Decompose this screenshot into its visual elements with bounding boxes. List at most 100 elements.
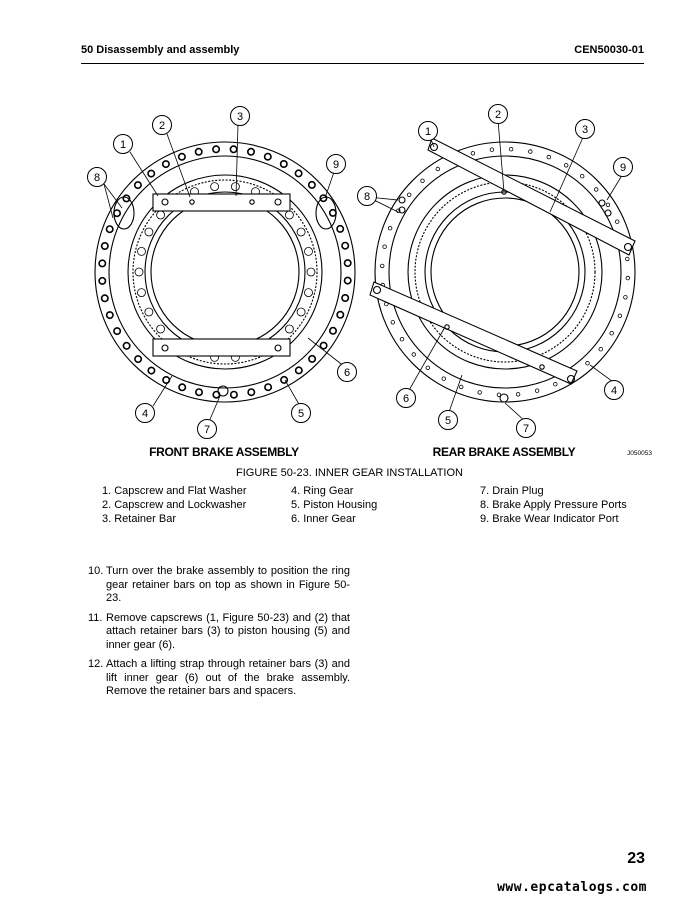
bolt-hole — [396, 208, 401, 213]
bolt-hole — [306, 267, 316, 277]
bolt-hole — [304, 288, 313, 298]
bolt-hole — [144, 307, 154, 317]
rear-retainer-bar-lower — [369, 281, 578, 385]
bolt-hole — [133, 181, 142, 190]
bolt-hole — [210, 182, 220, 191]
bolt-hole — [294, 366, 303, 375]
front-assembly-label: FRONT BRAKE ASSEMBLY — [149, 445, 299, 459]
step-text: Turn over the brake assembly to position… — [106, 565, 350, 604]
svg-text:7: 7 — [523, 423, 529, 435]
legend-item: 3. Retainer Bar — [102, 513, 176, 525]
bolt-hole — [264, 383, 273, 392]
bolt-hole — [247, 388, 256, 397]
svg-text:3: 3 — [582, 124, 588, 136]
bolt-hole — [247, 147, 256, 156]
front-retainer-bar-top — [152, 193, 291, 212]
bolt-hole — [343, 276, 352, 285]
bolt-hole — [534, 388, 540, 393]
bolt-hole — [546, 154, 551, 160]
svg-text:2: 2 — [495, 109, 501, 121]
legend-item: 4. Ring Gear — [291, 485, 354, 497]
procedure-steps: 10. Turn over the brake assembly to posi… — [88, 565, 350, 705]
front-inner-gear-bore — [150, 197, 300, 347]
svg-text:4: 4 — [142, 408, 148, 420]
bolt-hole — [112, 209, 121, 218]
bolt-hole — [100, 242, 109, 251]
bolt-hole — [609, 330, 614, 336]
drawing-id: J050053 — [627, 450, 652, 457]
front-callout-3: 3 — [230, 106, 250, 126]
bolt-hole — [329, 326, 338, 335]
bolt-hole — [336, 224, 345, 233]
rear-callout-9: 9 — [613, 157, 633, 177]
bolt-hole — [623, 295, 628, 300]
rear-callout-4: 4 — [604, 380, 624, 400]
bolt-hole — [147, 366, 156, 375]
bolt-hole — [625, 275, 630, 281]
bolt-hole — [594, 187, 599, 192]
document-code: CEN50030-01 — [574, 44, 644, 56]
bolt-hole — [580, 173, 585, 179]
bolt-hole — [380, 263, 385, 269]
legend-column-3: 7. Drain Plug 8. Brake Apply Pressure Po… — [480, 484, 627, 526]
bolt-hole — [528, 149, 533, 154]
front-callout-7: 7 — [197, 419, 217, 439]
bolt-hole — [508, 147, 514, 152]
bolt-hole — [134, 355, 143, 364]
svg-text:5: 5 — [298, 408, 304, 420]
front-outer-flange — [94, 141, 356, 403]
bolt-hole — [229, 145, 238, 154]
rear-callout-8: 8 — [357, 186, 377, 206]
brake-assembly-figure: 1 2 3 8 9 6 4 5 7 1 2 3 8 9 4 6 5 7 FRON… — [80, 100, 652, 465]
rear-brake-assembly — [369, 137, 636, 403]
svg-text:2: 2 — [159, 120, 165, 132]
svg-text:8: 8 — [94, 172, 100, 184]
bolt-hole — [98, 276, 107, 285]
rear-callout-1: 1 — [418, 121, 438, 141]
brake-assembly-drawing: 1 2 3 8 9 6 4 5 7 1 2 3 8 9 4 6 5 7 FRON… — [87, 104, 652, 459]
watermark: www.epcatalogs.com — [497, 880, 647, 895]
bolt-hole — [307, 180, 316, 189]
step-number: 11. — [88, 611, 103, 624]
svg-text:6: 6 — [344, 367, 350, 379]
bolt-hole — [156, 210, 165, 220]
bolt-hole — [489, 147, 495, 152]
legend-item: 1. Capscrew and Flat Washer — [102, 485, 247, 497]
bolt-hole — [617, 313, 623, 318]
bolt-hole — [553, 382, 558, 387]
bolt-hole — [319, 341, 328, 350]
bolt-hole — [304, 246, 313, 256]
bolt-hole — [212, 145, 221, 154]
bolt-hole — [113, 327, 122, 336]
bolt-hole — [284, 210, 294, 220]
page-header: 50 Disassembly and assembly CEN50030-01 — [81, 44, 644, 64]
procedure-step: 11. Remove capscrews (1, Figure 50-23) a… — [88, 612, 350, 653]
svg-text:9: 9 — [620, 162, 626, 174]
bolt-hole — [308, 354, 317, 363]
step-text: Attach a lifting strap through retainer … — [106, 658, 350, 697]
legend-column-1: 1. Capscrew and Flat Washer 2. Capscrew … — [102, 484, 246, 526]
bolt-hole — [382, 244, 387, 249]
front-callout-8: 8 — [87, 167, 107, 187]
bolt-hole — [435, 166, 440, 172]
bolt-hole — [496, 392, 502, 397]
svg-text:7: 7 — [204, 424, 210, 436]
front-callout-4: 4 — [135, 403, 155, 423]
bolt-hole — [585, 361, 590, 366]
front-callout-6: 6 — [337, 362, 357, 382]
front-callout-1: 1 — [113, 134, 133, 154]
bolt-hole — [441, 376, 446, 381]
bolt-hole — [328, 208, 337, 217]
bolt-hole — [296, 227, 306, 237]
bolt-hole — [605, 202, 611, 207]
bolt-hole — [279, 159, 288, 168]
legend-item: 9. Brake Wear Indicator Port — [480, 513, 619, 525]
bolt-hole — [420, 178, 425, 183]
bolt-hole — [178, 383, 187, 392]
bolt-hole — [399, 336, 405, 342]
bolt-hole — [137, 246, 146, 256]
rear-drain-plug — [499, 393, 509, 403]
bolt-hole — [459, 384, 464, 390]
bolt-hole — [263, 152, 272, 161]
rear-assembly-label: REAR BRAKE ASSEMBLY — [433, 445, 576, 459]
